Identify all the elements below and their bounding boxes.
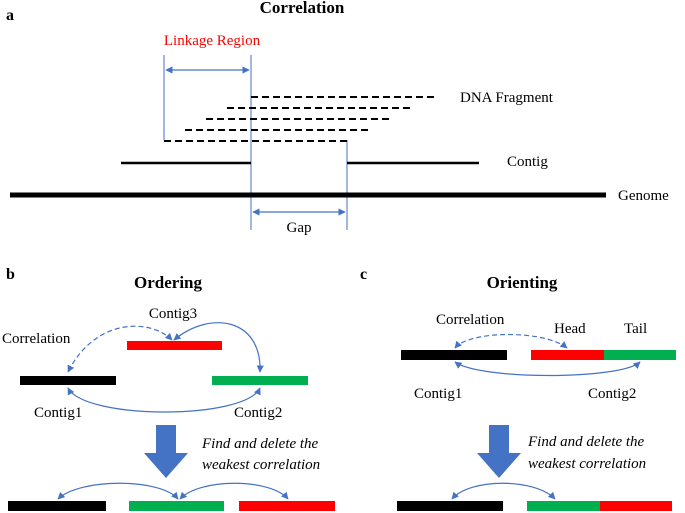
correlation-label-b: Correlation	[2, 331, 71, 347]
down-arrow-c	[477, 425, 521, 478]
panel-a-title: Correlation	[260, 0, 345, 17]
correlation-arc-3-1-dashed	[67, 325, 173, 373]
result-b-arc-2-3	[179, 482, 289, 500]
tail-label: Tail	[624, 321, 647, 337]
contig2-head-red	[531, 350, 604, 360]
result-c-contig1	[397, 501, 503, 511]
result-c-contig2-red	[600, 501, 672, 511]
gap-label: Gap	[287, 220, 312, 236]
contig2-tail-green	[604, 350, 676, 360]
contig1-label-c: Contig1	[414, 386, 462, 402]
contig-label: Contig	[507, 154, 548, 170]
action-text-b-line2: weakest correlation	[202, 457, 320, 473]
genome-label: Genome	[618, 188, 669, 204]
contig3-label: Contig3	[149, 306, 197, 322]
panel-a-letter: a	[6, 7, 14, 24]
head-label: Head	[554, 321, 586, 337]
contig1-label-b: Contig1	[34, 405, 82, 421]
panel-b-title: Ordering	[134, 273, 202, 292]
panel-c: c Orienting Correlation Head Tail Contig…	[360, 266, 676, 511]
contig2-label-c: Contig2	[588, 386, 636, 402]
panel-b: b Ordering Contig3 Correlation Contig1 C…	[2, 266, 335, 511]
result-b-contig2	[129, 501, 224, 511]
result-b-arc-1-2	[57, 482, 179, 500]
panel-a: a Correlation Linkage Region DNA Fragmen…	[6, 0, 669, 236]
action-text-b-line1: Find and delete the	[201, 436, 319, 452]
dna-fragment-label: DNA Fragment	[460, 90, 554, 106]
panel-c-letter: c	[360, 266, 367, 283]
contig1-black-c	[401, 350, 507, 360]
contig2-label-b: Contig2	[234, 405, 282, 421]
correlation-arc-3-2	[173, 322, 264, 373]
linkage-region-label: Linkage Region	[164, 33, 261, 49]
result-c-contig2-green	[527, 501, 600, 511]
action-text-c-line2: weakest correlation	[528, 456, 646, 472]
result-b-contig1	[8, 501, 106, 511]
contig3-red	[127, 341, 222, 350]
correlation-label-c: Correlation	[436, 312, 505, 328]
panel-b-letter: b	[6, 266, 15, 283]
contig2-green	[212, 376, 308, 385]
panel-c-title: Orienting	[487, 273, 558, 292]
down-arrow-b	[144, 425, 188, 478]
correlation-arc-1-2	[67, 387, 261, 413]
correlation-arc-head-dashed	[454, 333, 568, 349]
result-b-contig3	[239, 501, 335, 511]
action-text-c-line1: Find and delete the	[527, 434, 645, 450]
contig1-black	[20, 376, 116, 385]
result-c-arc	[451, 482, 556, 500]
correlation-arc-tail	[454, 361, 641, 377]
